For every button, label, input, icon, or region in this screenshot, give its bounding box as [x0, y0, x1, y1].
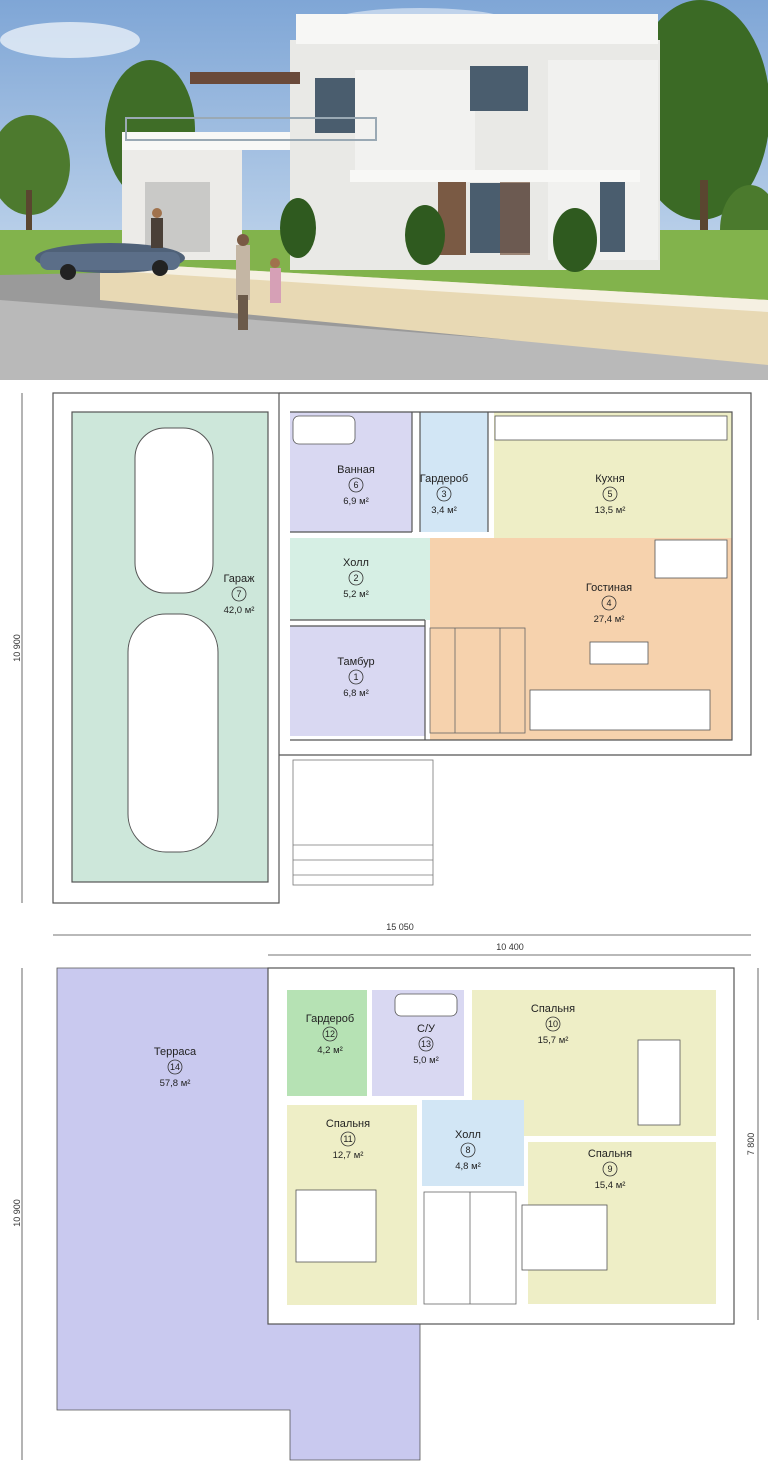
room-area: 6,8 м² — [343, 688, 369, 699]
room-number: 9 — [607, 1164, 612, 1174]
floor-2-plan: 15 050 10 400 10 900 7 800 Терраса 14 57,8… — [12, 922, 759, 1461]
hall-area — [290, 538, 430, 620]
room-number: 5 — [607, 489, 612, 499]
room-number: 3 — [441, 489, 446, 499]
room-area: 15,4 м² — [595, 1180, 626, 1191]
room-label-wardrobe2: Гардероб 12 4,2 м² — [306, 1013, 354, 1056]
room-label-kitchen: Кухня 5 13,5 м² — [595, 473, 626, 516]
room-name: Холл — [343, 557, 369, 569]
room-label-terrace: Терраса 14 57,8 м² — [154, 1046, 197, 1089]
room-label-hall8: Холл 8 4,8 м² — [455, 1129, 481, 1172]
room-area: 13,5 м² — [595, 505, 626, 516]
room-label-living: Гостиная 4 27,4 м² — [586, 582, 632, 625]
room-name: Ванная — [337, 464, 375, 476]
room-label-wardrobe: Гардероб 3 3,4 м² — [420, 473, 468, 516]
room-label-bath: Ванная 6 6,9 м² — [337, 464, 375, 507]
room-number-circle — [348, 477, 364, 493]
room-number-circle — [436, 486, 452, 502]
room-name: Спальня — [588, 1148, 632, 1160]
stairs-floor2 — [423, 1191, 517, 1305]
garage-cars — [127, 427, 219, 853]
room-area: 15,7 м² — [538, 1035, 569, 1046]
floor2-right-height-dimension: 7 800 — [746, 1133, 756, 1156]
floor2-total-width-dimension: 15 050 — [386, 922, 414, 932]
wardrobe2-area — [287, 990, 367, 1096]
room-number-circle — [601, 595, 617, 611]
room-label-bed11: Спальня 11 12,7 м² — [326, 1118, 370, 1161]
room-number-circle — [602, 486, 618, 502]
room-area: 6,9 м² — [343, 496, 369, 507]
room-number-circle — [231, 586, 247, 602]
room-area: 57,8 м² — [160, 1078, 191, 1089]
room-label-bed10: Спальня 10 15,7 м² — [531, 1003, 575, 1046]
room-label-tambour: Тамбур 1 6,8 м² — [337, 656, 374, 699]
room-number-circle — [545, 1016, 561, 1032]
house-body — [122, 14, 660, 270]
room-number: 6 — [353, 480, 358, 490]
room-number: 7 — [236, 589, 241, 599]
room-name: Кухня — [595, 473, 624, 485]
room-number-circle — [602, 1161, 618, 1177]
room-number: 10 — [548, 1019, 558, 1029]
room-name: Гардероб — [306, 1013, 354, 1025]
room-number: 1 — [353, 672, 358, 682]
floor2-left-height-dimension: 10 900 — [12, 1199, 22, 1227]
room-number-circle — [167, 1059, 183, 1075]
room-area: 27,4 м² — [594, 614, 625, 625]
room-number-circle — [418, 1036, 434, 1052]
room-number-circle — [348, 570, 364, 586]
room-name: Спальня — [531, 1003, 575, 1015]
room-number-circle — [322, 1026, 338, 1042]
room-number: 4 — [606, 598, 611, 608]
room-area: 5,0 м² — [413, 1055, 439, 1066]
floor-1-plan: Гараж 7 42,0 м² Ванная 6 6,9 м² Гардероб 3 3,4 м… — [12, 392, 752, 904]
wardrobe-area — [420, 412, 488, 532]
stairs-floor1 — [429, 627, 526, 734]
room-name: Гардероб — [420, 473, 468, 485]
room-area: 3,4 м² — [431, 505, 457, 516]
room-name: Гараж — [223, 573, 255, 585]
people — [151, 208, 281, 330]
entrance-steps — [292, 759, 434, 886]
room-name: Терраса — [154, 1046, 197, 1058]
room-name: Тамбур — [337, 656, 374, 668]
car — [35, 243, 185, 280]
floor1-height-dimension: 10 900 — [12, 634, 22, 662]
room-number: 14 — [170, 1062, 180, 1072]
floor-2-room-labels: Терраса 14 57,8 м² Гардероб 12 4,2 м² С/У 13 5,0… — [154, 1003, 632, 1191]
room-label-garage: Гараж 7 42,0 м² — [223, 573, 255, 616]
room-area: 12,7 м² — [333, 1150, 364, 1161]
room-number: 12 — [325, 1029, 335, 1039]
room-label-hall: Холл 2 5,2 м² — [343, 557, 369, 600]
tambour-area — [290, 626, 425, 736]
room-number: 2 — [353, 573, 358, 583]
room-label-wc: С/У 13 5,0 м² — [413, 1023, 439, 1066]
room-name: Холл — [455, 1129, 481, 1141]
room-area: 4,8 м² — [455, 1161, 481, 1172]
room-number: 13 — [421, 1039, 431, 1049]
room-number-circle — [340, 1131, 356, 1147]
house-render — [0, 0, 768, 380]
fence — [100, 262, 768, 365]
room-number-circle — [348, 669, 364, 685]
hall8-area — [422, 1100, 524, 1186]
room-number: 8 — [465, 1145, 470, 1155]
trees — [0, 0, 768, 275]
room-label-bed9: Спальня 9 15,4 м² — [588, 1148, 632, 1191]
room-number: 11 — [343, 1134, 352, 1144]
floor-1-room-labels: Гараж 7 42,0 м² Ванная 6 6,9 м² Гардероб 3 3,4 м… — [223, 464, 632, 699]
room-area: 5,2 м² — [343, 589, 369, 600]
room-name: С/У — [417, 1023, 436, 1035]
room-area: 42,0 м² — [224, 605, 255, 616]
living-area — [430, 538, 732, 740]
floor2-width-dimension: 10 400 — [496, 942, 524, 952]
room-number-circle — [460, 1142, 476, 1158]
room-area: 4,2 м² — [317, 1045, 343, 1056]
room-name: Спальня — [326, 1118, 370, 1130]
room-name: Гостиная — [586, 582, 632, 594]
